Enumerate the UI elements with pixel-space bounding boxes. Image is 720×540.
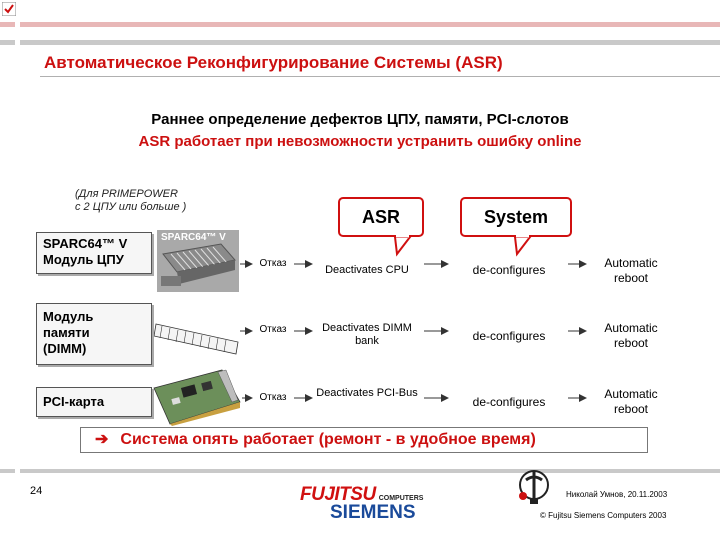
title-divider — [40, 76, 720, 77]
right-arrow-icon: ➔ — [95, 431, 109, 448]
row1-asr-action: Deactivates CPU — [325, 264, 409, 276]
asr-bubble-tail — [393, 236, 413, 257]
cpu-heatsink-image — [157, 230, 239, 292]
primepower-footnote: (Для PRIMEPOWER с 2 ЦПУ или больше ) — [75, 188, 186, 214]
row1-failure: Отказ — [259, 258, 287, 269]
dimm-module-photo — [154, 323, 239, 355]
row3-reboot: Automatic reboot — [604, 387, 658, 416]
author-emblem-icon — [519, 470, 549, 504]
pci-card-photo — [153, 369, 241, 426]
row2-reboot: Automatic reboot — [604, 321, 658, 350]
component-label-pci: PCI-карта — [36, 387, 152, 417]
footnote-line-1: (Для PRIMEPOWER — [75, 188, 178, 200]
fujitsu-wordmark: FUJITSU — [300, 484, 376, 505]
cpu-label-line-1: SPARC64™ V — [43, 236, 128, 251]
row3-failure: Отказ — [259, 392, 287, 403]
row3-system-action: de-configures — [472, 395, 546, 409]
siemens-wordmark: SIEMENS — [330, 502, 416, 523]
row2-failure: Отказ — [259, 324, 287, 335]
cpu-label-line-2: Модуль ЦПУ — [43, 252, 124, 267]
row2-system-action: de-configures — [472, 329, 546, 343]
result-banner: ➔ Система опять работает (ремонт - в удоб… — [80, 427, 648, 453]
asr-bubble: ASR — [338, 197, 424, 237]
row2-asr-action: Deactivates DIMM bank — [322, 322, 412, 347]
cpu-photo-caption: SPARC64™ V — [161, 232, 226, 243]
computers-wordmark: COMPUTERS — [378, 495, 424, 502]
row1-reboot: Automatic reboot — [604, 256, 658, 285]
result-text: Система опять работает (ремонт - в удобн… — [120, 431, 536, 448]
dimm-label-line-1: Модуль — [43, 309, 94, 324]
footnote-line-2: с 2 ЦПУ или больше ) — [75, 201, 187, 213]
dimm-label-line-3: (DIMM) — [43, 341, 87, 356]
author-line: Николай Умнов, 20.11.2003 — [566, 490, 668, 499]
page-number: 24 — [30, 485, 43, 497]
slide-title: Автоматическое Реконфигурирование Систем… — [44, 53, 503, 72]
component-label-dimm: Модуль памяти (DIMM) — [36, 303, 152, 365]
top-stripe-grey — [0, 40, 720, 45]
bottom-stripe — [0, 469, 720, 473]
system-bubble: System — [460, 197, 572, 237]
subtitle-asr-online: ASR работает при невозможности устранить… — [138, 133, 582, 150]
copyright-line: © Fujitsu Siemens Computers 2003 — [540, 511, 667, 520]
component-label-cpu: SPARC64™ V Модуль ЦПУ — [36, 232, 152, 274]
system-bubble-tail — [513, 236, 533, 257]
row1-system-action: de-configures — [472, 263, 546, 277]
cpu-module-photo: SPARC64™ V — [157, 230, 239, 292]
top-stripe-pink — [0, 22, 720, 27]
row3-asr-action: Deactivates PCI-Bus — [316, 387, 418, 399]
pci-label-line-1: PCI-карта — [43, 394, 105, 409]
slide-corner-mark-icon — [2, 2, 16, 16]
dimm-label-line-2: памяти — [43, 325, 90, 340]
subtitle-early-detection: Раннее определение дефектов ЦПУ, памяти,… — [151, 111, 569, 128]
